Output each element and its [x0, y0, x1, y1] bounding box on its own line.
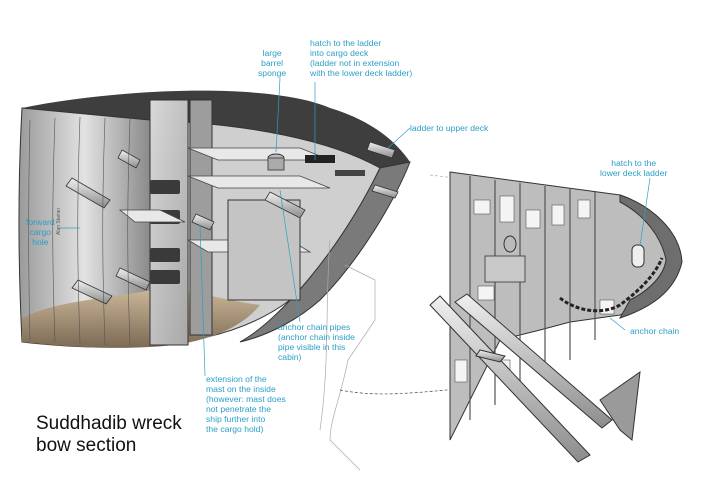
label-line: the cargo hold) — [206, 424, 264, 434]
label-line: not penetrate the — [206, 404, 271, 414]
bow-tip — [239, 161, 411, 343]
bow-exterior — [429, 171, 683, 463]
label-mast-extension: extension of the mast on the inside (how… — [206, 374, 286, 434]
hull-ribs — [28, 116, 131, 347]
deck-shelves — [118, 147, 331, 253]
lower-deck-hatch — [631, 244, 645, 268]
label-line: (however: mast does — [206, 394, 286, 404]
label-line: anchor chain pipes — [278, 322, 351, 332]
barrel-sponge — [267, 157, 285, 171]
label-line: ship further into — [206, 414, 266, 424]
artist-signature: Alan Stainer — [56, 207, 62, 235]
label-line: pipe visible in this — [278, 342, 346, 352]
label-barrel-sponge: large barrel sponge — [258, 48, 286, 78]
label-line: extension of the — [206, 374, 267, 384]
label-line: cabin) — [278, 352, 302, 362]
label-hatch-cargo-deck: hatch to the ladder into cargo deck (lad… — [310, 38, 412, 78]
label-line: (anchor chain inside — [278, 332, 355, 342]
label-line: with the lower deck ladder) — [310, 68, 413, 78]
label-forward-cargo-hole: forward cargo hole — [26, 217, 55, 247]
label-anchor-chain-pipes: anchor chain pipes (anchor chain inside … — [278, 322, 355, 362]
label-line: large — [262, 48, 282, 58]
leader-lines — [60, 77, 651, 377]
label-hatch-lower-deck: hatch to the lower deck ladder — [600, 158, 667, 178]
label-line: hatch to the — [611, 158, 657, 168]
winch — [484, 255, 526, 283]
label-line: barrel — [261, 58, 284, 68]
cargo-hatch — [305, 155, 335, 163]
label-line: into cargo deck — [310, 48, 369, 58]
title-line: bow section — [36, 435, 137, 456]
label-line: ladder to upper deck — [410, 123, 489, 133]
diagram-title: Suddhadib wreck bow section — [36, 413, 182, 457]
title-line: Suddhadib wreck — [36, 413, 182, 434]
bow-curve — [618, 194, 683, 319]
anchor-shafts — [429, 293, 641, 463]
label-line: sponge — [258, 68, 287, 78]
ladder — [335, 170, 365, 176]
label-anchor-chain: anchor chain — [630, 326, 679, 336]
label-line: hatch to the ladder — [310, 38, 382, 48]
label-line: anchor chain — [630, 326, 680, 336]
plate-holes — [454, 195, 615, 383]
label-line: forward — [26, 217, 55, 227]
label-line: lower deck ladder — [600, 168, 668, 178]
label-ladder-upper-deck: ladder to upper deck — [410, 123, 488, 133]
label-line: cargo — [29, 227, 52, 237]
label-line: (ladder not in extension — [310, 58, 400, 68]
upper-deck — [22, 90, 410, 168]
anchor-chain — [559, 257, 664, 313]
label-line: mast on the inside — [206, 384, 276, 394]
label-line: hole — [32, 237, 49, 247]
bow-cutaway — [18, 90, 411, 348]
